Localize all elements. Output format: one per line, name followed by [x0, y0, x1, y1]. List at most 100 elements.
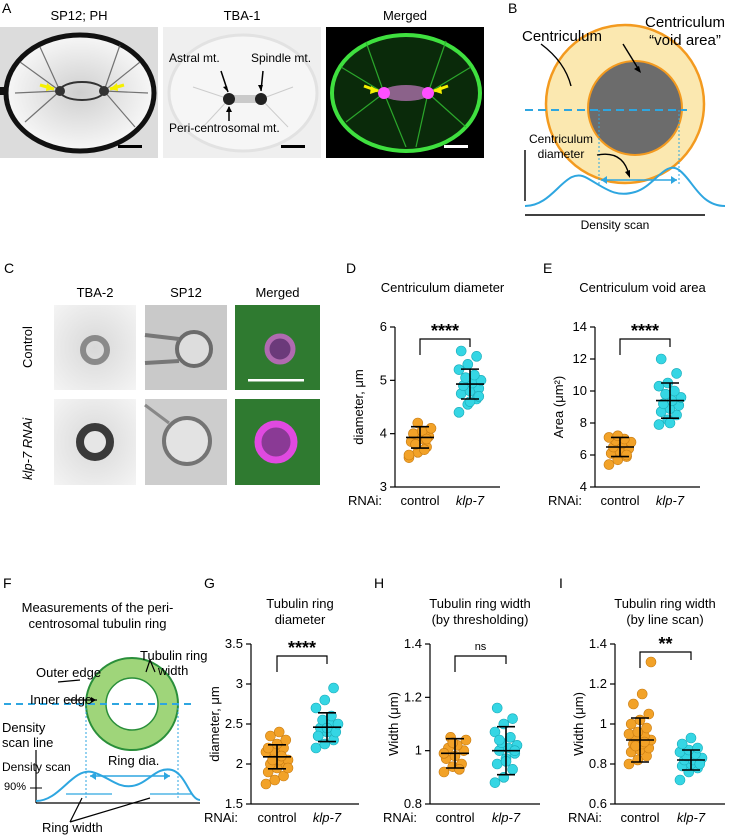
data-point	[280, 734, 292, 746]
chart-title-line: Tubulin ring	[266, 596, 333, 611]
label-centriculum-diameter-2: diameter	[537, 147, 585, 161]
significance-label: ****	[288, 638, 316, 658]
panel-a-title-tba1: TBA-1	[223, 8, 261, 23]
data-point	[660, 388, 671, 400]
y-tick-label: 2	[236, 756, 243, 771]
chart-title-line: (by thresholding)	[432, 612, 529, 627]
data-point	[636, 688, 648, 700]
x-tick-label: control	[400, 493, 439, 508]
data-point	[489, 726, 501, 738]
data-point	[625, 718, 637, 730]
data-point	[628, 698, 639, 710]
y-tick-label: 1	[415, 743, 422, 758]
label-density-scan-line-2: scan line	[2, 735, 54, 750]
y-tick-label: 0.8	[404, 796, 422, 811]
data-point	[507, 713, 518, 724]
data-point	[421, 433, 432, 445]
data-point	[612, 430, 624, 442]
tubulin-ring-diagram	[4, 657, 200, 823]
x-tick-label: klp-7	[492, 810, 521, 825]
significance-bracket	[619, 338, 671, 355]
x-axis-prefix: RNAi:	[548, 493, 582, 508]
y-tick-label: 8	[580, 415, 587, 430]
label-ring-width: Ring width	[42, 820, 103, 835]
data-point	[260, 778, 272, 790]
data-point	[505, 732, 516, 743]
data-point	[603, 459, 615, 470]
data-point	[630, 740, 641, 752]
significance-bracket	[276, 655, 328, 672]
data-point	[460, 372, 471, 383]
data-point	[692, 742, 703, 754]
panel-letter-h: H	[374, 575, 385, 591]
x-tick-label: control	[257, 810, 296, 825]
label-density-scan-f: Density scan	[2, 760, 71, 774]
y-axis-label: diameter, μm	[351, 369, 366, 444]
chart-title-line: Centriculum diameter	[381, 280, 505, 295]
x-axis-prefix: RNAi:	[383, 810, 417, 825]
y-tick-label: 10	[573, 383, 587, 398]
y-tick-label: 4	[580, 479, 587, 494]
data-point	[694, 758, 706, 770]
x-axis-prefix: RNAi:	[568, 810, 602, 825]
data-point	[645, 656, 657, 668]
panel-letter-c: C	[4, 260, 15, 276]
data-point	[312, 730, 324, 742]
label-centriculum-diameter-1: Centriculum	[528, 132, 594, 146]
y-axis-label: Area (μm²)	[551, 376, 566, 438]
data-point	[632, 726, 644, 738]
y-tick-label: 2.5	[225, 716, 243, 731]
label-tubulin-ring-width-2: width	[158, 663, 189, 678]
data-point	[455, 345, 467, 357]
data-point	[623, 728, 635, 740]
row-label-klp7: klp-7 RNAi	[20, 417, 35, 480]
data-point	[498, 718, 510, 730]
chart-tubulin-ring-width-threshold: Tubulin ring width(by thresholding)0.811…	[383, 596, 540, 825]
data-point	[674, 774, 686, 786]
x-tick-label: control	[600, 493, 639, 508]
data-point	[507, 764, 518, 775]
data-point	[403, 449, 415, 461]
data-point	[664, 417, 676, 429]
chart-title-line: diameter	[275, 612, 326, 627]
data-point	[473, 391, 485, 402]
panel-letter-e: E	[543, 260, 553, 276]
y-axis-label: Width (μm)	[571, 692, 586, 756]
y-tick-label: 4	[380, 426, 387, 441]
data-point	[494, 734, 505, 746]
significance-label: ****	[631, 321, 659, 341]
x-tick-label: klp-7	[677, 810, 706, 825]
data-point	[278, 770, 289, 782]
data-point	[269, 774, 281, 786]
chart-title-line: (by line scan)	[626, 612, 703, 627]
y-tick-label: 3	[380, 479, 387, 494]
panel-c-micrographs	[54, 305, 320, 485]
chart-title-line: Centriculum void area	[579, 280, 706, 295]
data-point	[491, 758, 503, 770]
label-astral-mt: Astral mt.	[169, 51, 220, 65]
data-point	[491, 702, 503, 714]
y-tick-label: 0.6	[589, 796, 607, 811]
label-inner-edge: Inner edge	[30, 692, 93, 707]
micrograph-tba1-embryo: Astral mt. Spindle mt. Peri-centrosomal …	[163, 27, 321, 158]
y-tick-label: 6	[580, 447, 587, 462]
significance-bracket	[454, 655, 507, 672]
data-point	[419, 444, 430, 455]
y-tick-label: 0.8	[589, 756, 607, 771]
panel-c-title-merged: Merged	[255, 285, 300, 300]
label-density-scan-b: Density scan	[580, 218, 650, 232]
label-outer-edge: Outer edge	[36, 665, 102, 680]
chart-tubulin-ring-width-linescan: Tubulin ring width(by line scan)0.60.811…	[568, 596, 725, 825]
x-tick-label: klp-7	[656, 493, 685, 508]
data-point	[639, 736, 650, 748]
data-point	[676, 738, 688, 750]
significance-bracket	[419, 338, 471, 355]
panel-letter-b: B	[508, 0, 518, 16]
x-tick-label: control	[435, 810, 474, 825]
y-tick-label: 1.5	[225, 796, 243, 811]
data-point	[489, 777, 501, 788]
data-point	[621, 449, 632, 461]
y-tick-label: 1	[600, 716, 607, 731]
